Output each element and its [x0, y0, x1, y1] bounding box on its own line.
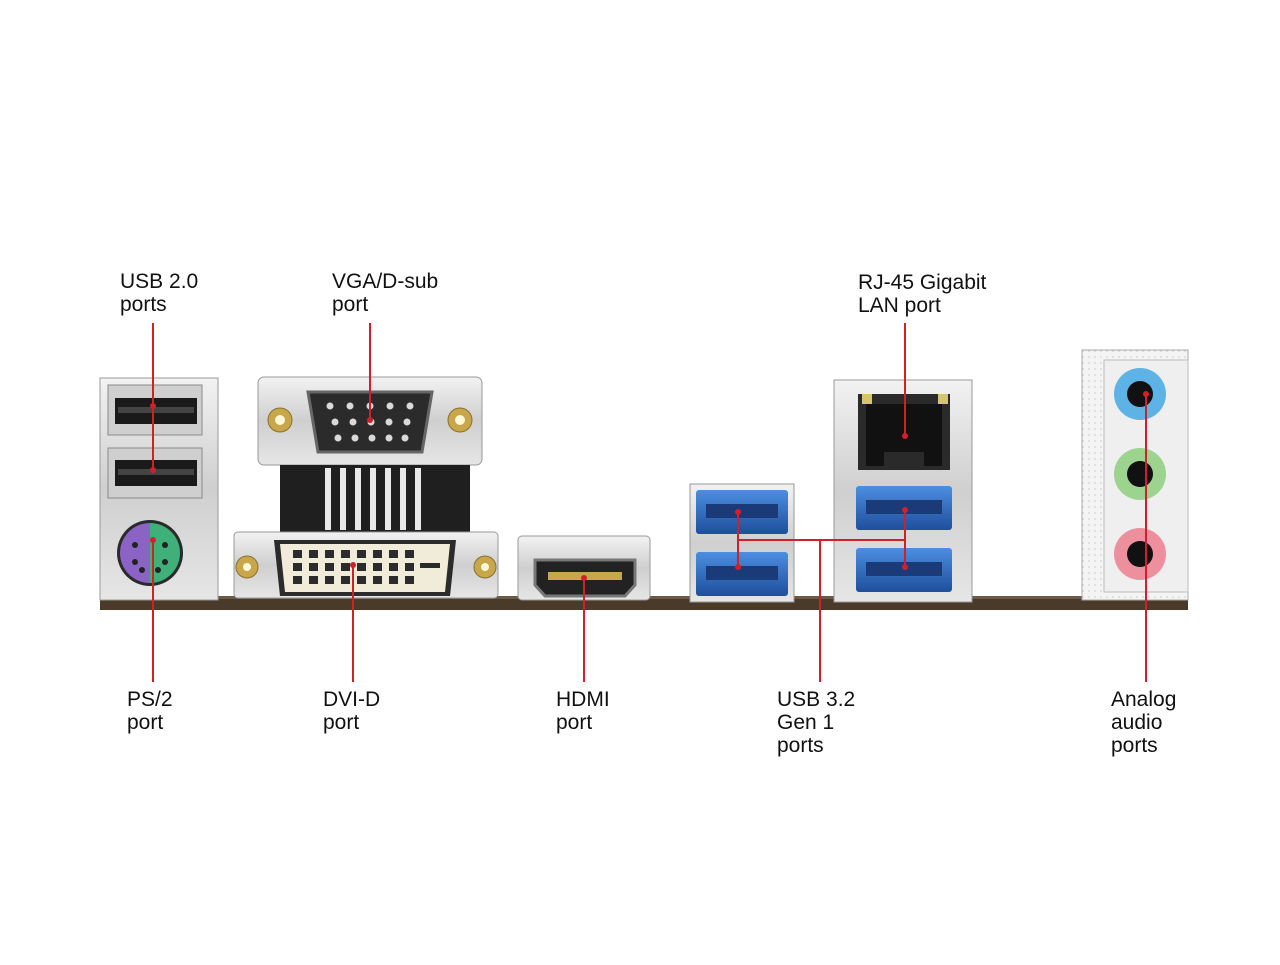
usb3-stack-left — [689, 483, 795, 603]
audio-label: Analog audio ports — [1111, 688, 1177, 757]
vga-label: VGA/D-sub port — [332, 270, 439, 316]
usb2-label: USB 2.0 ports — [120, 270, 199, 316]
callout-lines — [152, 323, 1147, 682]
dvi-port — [233, 531, 499, 599]
usb2-ps2-stack — [99, 377, 219, 601]
hdmi-label: HDMI port — [556, 688, 610, 734]
rj45-usb3-stack — [833, 379, 973, 603]
audio-panel — [1081, 349, 1189, 601]
callout-dots — [150, 391, 1149, 581]
ps2-label: PS/2 port — [127, 688, 173, 734]
dvi-label: DVI-D port — [323, 688, 381, 734]
rj45-label: RJ-45 Gigabit LAN port — [858, 271, 987, 317]
usb3-label: USB 3.2 Gen 1 ports — [777, 688, 856, 757]
